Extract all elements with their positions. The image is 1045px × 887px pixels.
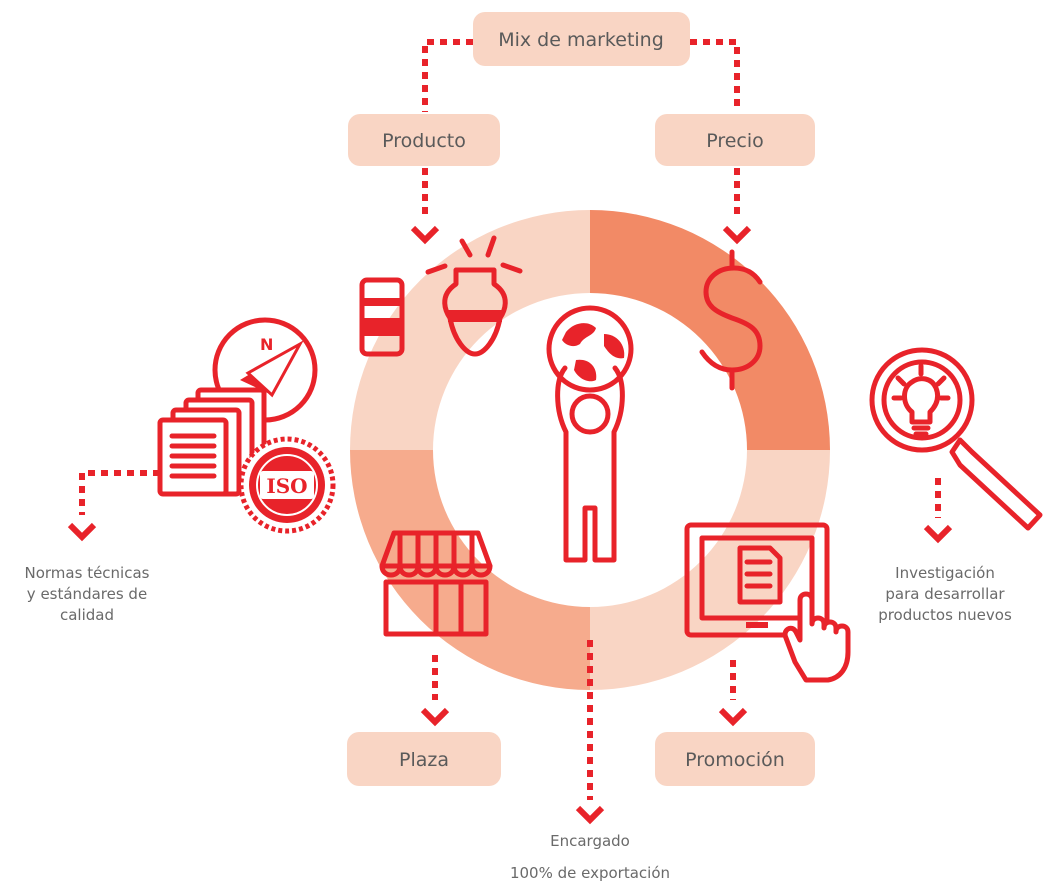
label-investigacion-line-1: Investigación xyxy=(895,564,995,582)
ring-segment-top-right xyxy=(590,210,830,450)
producto-label: Producto xyxy=(382,130,466,152)
ring-segment-bottom-right xyxy=(590,450,830,690)
svg-text:N: N xyxy=(260,335,273,354)
label-encargado: Encargado 100% de exportación xyxy=(510,832,670,882)
label-investigacion-line-2: para desarrollar xyxy=(885,585,1005,603)
promocion-label: Promoción xyxy=(685,749,785,771)
iso-seal-icon: ISO xyxy=(238,436,336,534)
label-encargado-line-2: 100% de exportación xyxy=(510,864,670,882)
iso-text: ISO xyxy=(266,474,307,498)
arrowhead-investigacion xyxy=(923,524,953,544)
label-normas-line-2: y estándares de xyxy=(27,585,147,603)
label-normas-line-1: Normas técnicas xyxy=(25,564,150,582)
arrowhead-plaza xyxy=(420,707,450,727)
plaza-label: Plaza xyxy=(399,749,449,771)
precio-label: Precio xyxy=(706,130,764,152)
jar-icon xyxy=(359,277,405,357)
arrowhead-producto xyxy=(410,225,440,245)
documents-icon xyxy=(157,387,267,497)
globe-person-icon xyxy=(546,305,634,563)
label-investigacion-line-3: productos nuevos xyxy=(878,606,1012,624)
producto-box: Producto xyxy=(348,114,500,166)
connector-left-normas xyxy=(79,470,160,515)
screen-touch-icon xyxy=(684,522,851,683)
ring-segment-top-left xyxy=(350,210,590,450)
mix-de-marketing-box: Mix de marketing xyxy=(473,12,690,66)
arrowhead-promocion xyxy=(718,707,748,727)
mix-de-marketing-label: Mix de marketing xyxy=(498,29,664,51)
arrowhead-normas xyxy=(67,522,97,542)
plaza-box: Plaza xyxy=(347,732,501,786)
label-investigacion: Investigación para desarrollar productos… xyxy=(878,564,1012,624)
pot-icon xyxy=(425,235,523,357)
promocion-box: Promoción xyxy=(655,732,815,786)
arrowhead-encargado xyxy=(575,805,605,825)
label-normas: Normas técnicas y estándares de calidad xyxy=(25,564,150,624)
connector-mix-to-producto xyxy=(422,39,473,112)
arrowheads xyxy=(67,225,953,825)
label-normas-line-3: calidad xyxy=(60,606,114,624)
dollar-icon xyxy=(699,249,763,391)
magnifier-bulb-icon xyxy=(869,347,1043,531)
connectors xyxy=(79,39,941,800)
store-icon xyxy=(379,530,493,637)
precio-box: Precio xyxy=(655,114,815,166)
arrowhead-precio xyxy=(722,225,752,245)
label-encargado-line-1: Encargado xyxy=(550,832,630,850)
connector-mix-to-precio xyxy=(690,39,740,112)
